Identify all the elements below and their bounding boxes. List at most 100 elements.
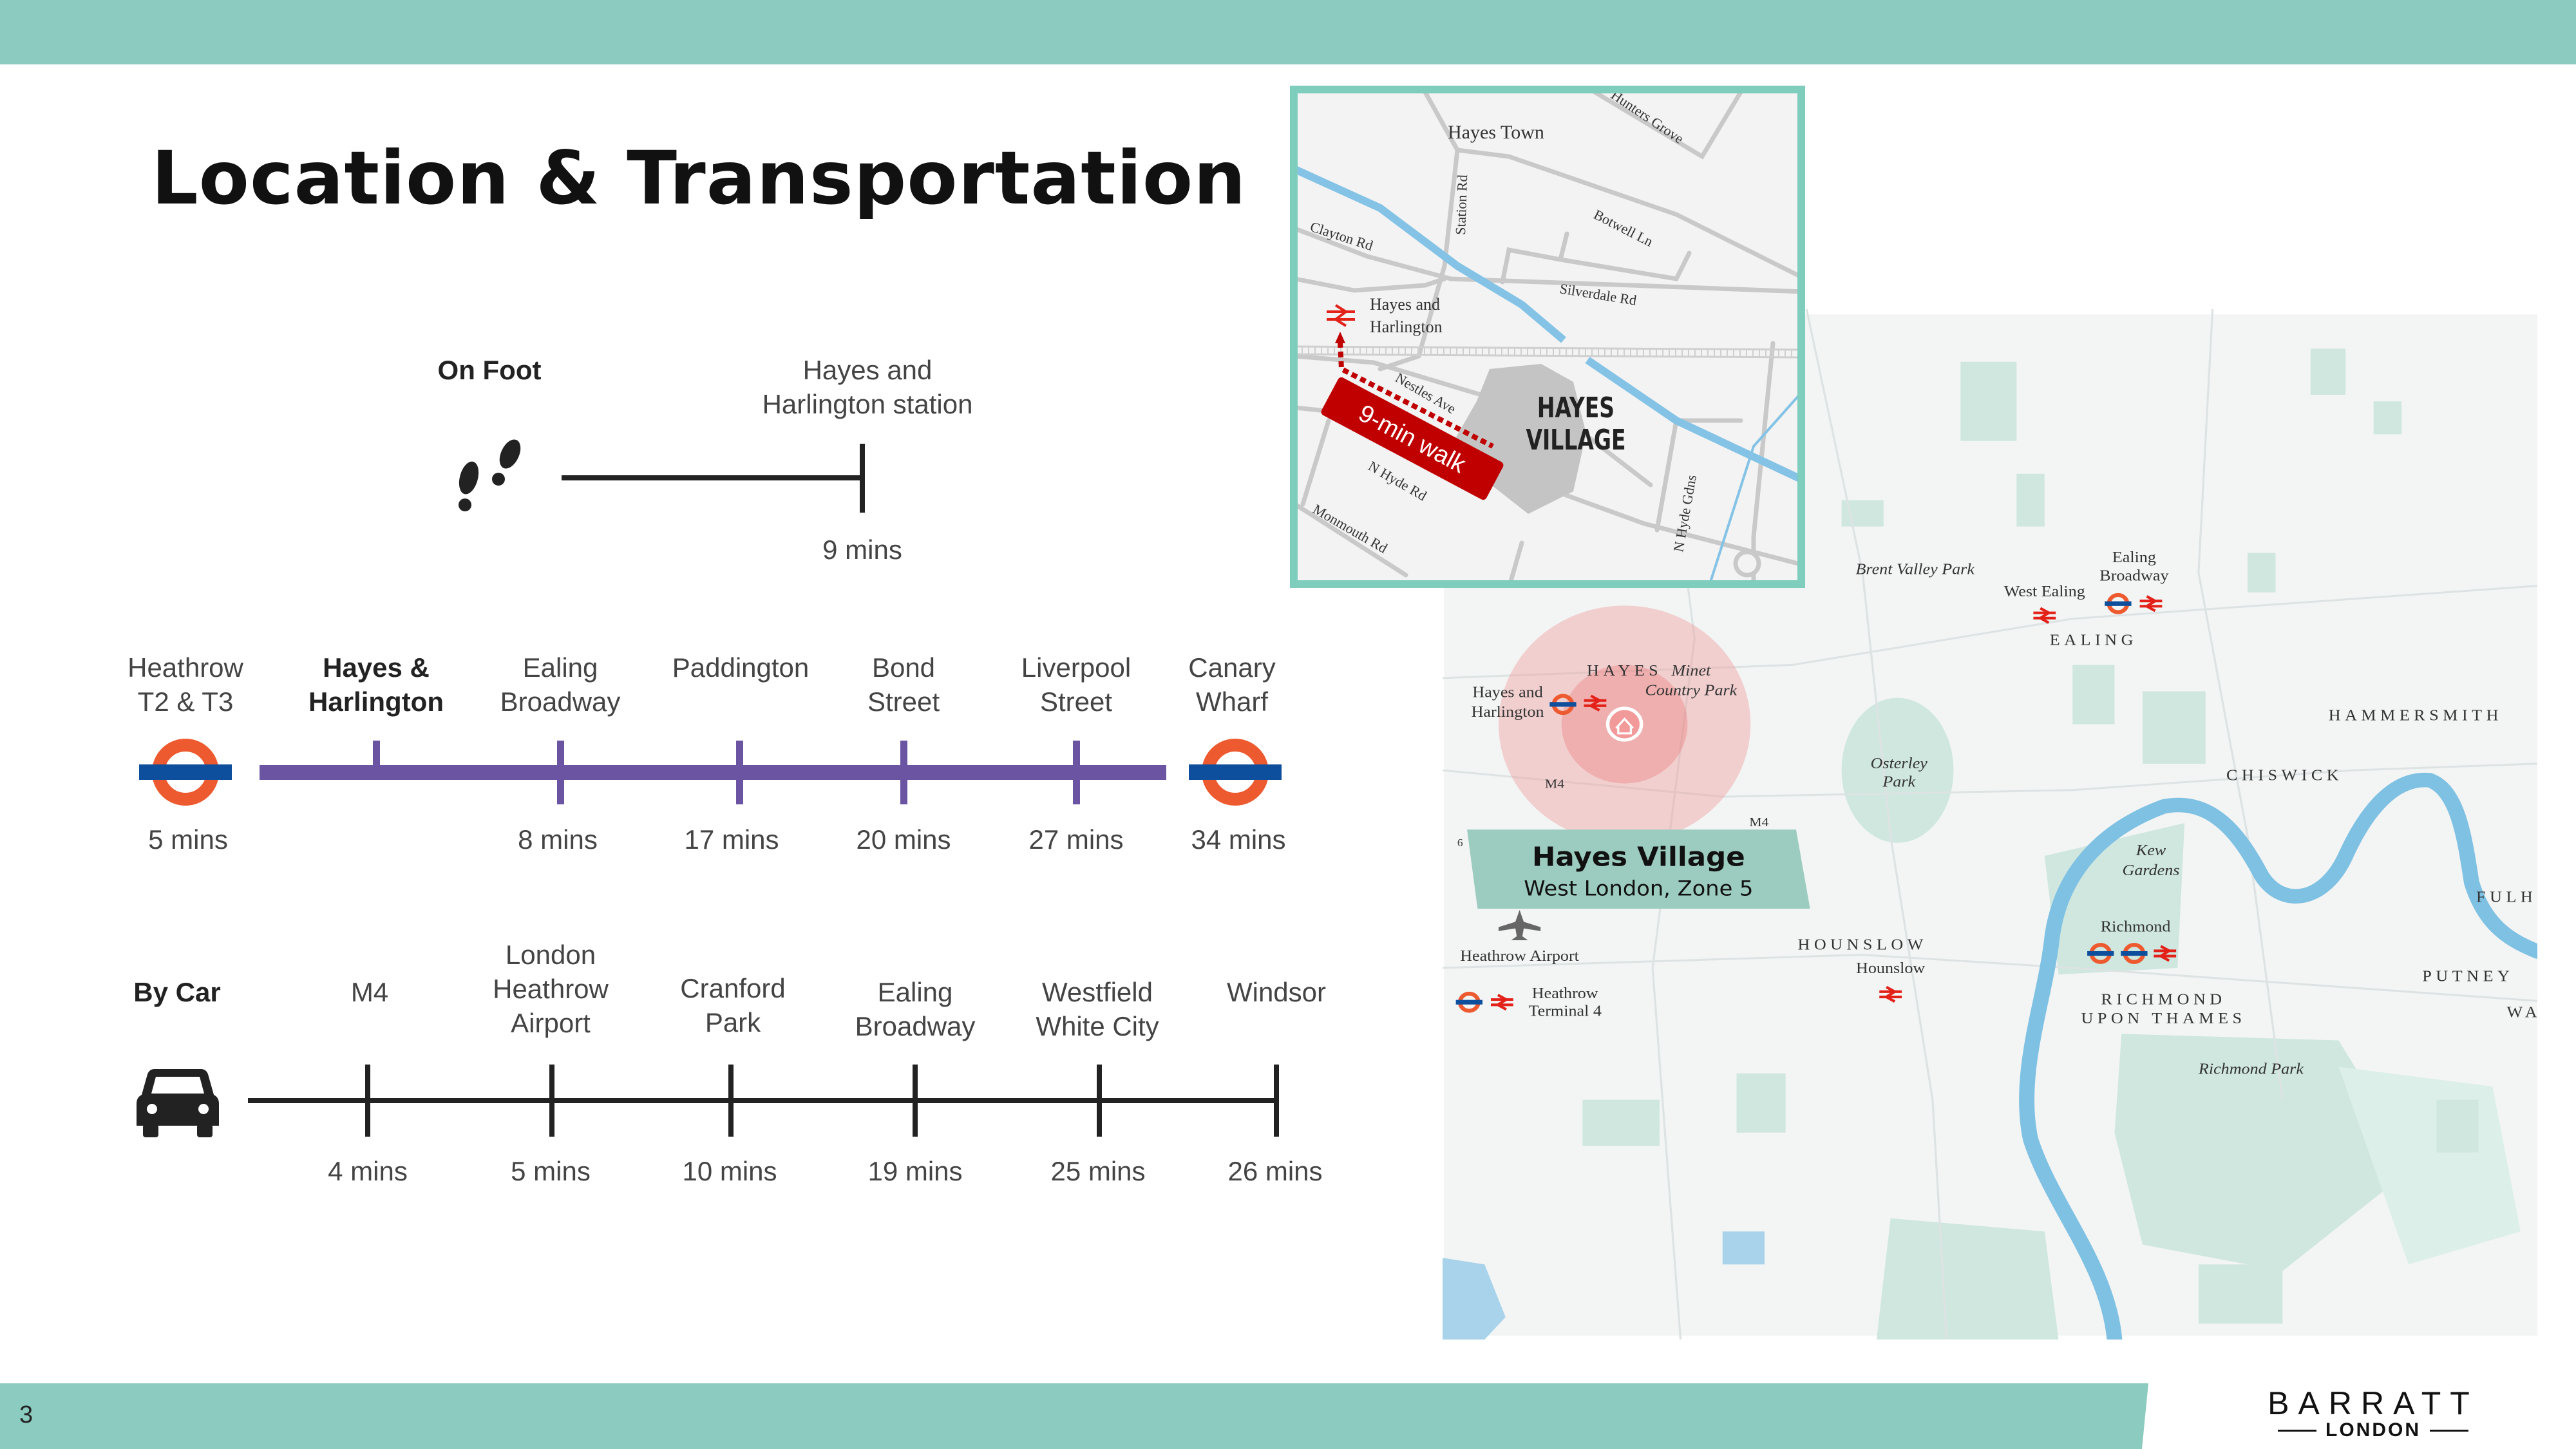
national-rail-icon — [1879, 985, 1902, 1003]
car-time: 10 mins — [682, 1156, 777, 1186]
streets — [1293, 88, 1805, 588]
map-label-area: HOUNSLOW — [1797, 936, 1927, 953]
underground-roundel-bar — [2121, 951, 2148, 956]
map-label-area: HAYES — [1587, 661, 1662, 679]
map-label-park: Park — [1882, 773, 1916, 790]
map-label-road-number: 6 — [1457, 837, 1463, 848]
national-rail-icon — [2033, 607, 2056, 624]
map-label-airport: Heathrow Airport — [1460, 947, 1579, 964]
barratt-london-logo: BARRATT LONDON — [2267, 1385, 2479, 1441]
national-rail-icon — [1584, 694, 1607, 712]
map-label-park: Kew — [2136, 842, 2166, 859]
railway-track — [1294, 345, 1805, 359]
on-foot-label: On Foot — [437, 355, 542, 385]
map-label-park: Minet — [1671, 661, 1711, 679]
car-time: 25 mins — [1050, 1156, 1146, 1186]
underground-roundel-bar — [1189, 764, 1282, 780]
by-car-label: By Car — [133, 977, 221, 1007]
car-timeline — [248, 1098, 1279, 1103]
underground-roundel-bar — [2105, 601, 2132, 606]
page-number: 3 — [19, 1401, 33, 1428]
development-label: VILLAGE — [1526, 424, 1626, 457]
walk-timeline — [562, 475, 862, 480]
map-label-area: RICHMOND — [2101, 990, 2226, 1008]
car-tick — [365, 1065, 370, 1137]
map-label-station: Hounslow — [1856, 960, 1926, 977]
car-tick — [549, 1065, 554, 1137]
area-map[interactable]: Brent Valley Park West Ealing Ealing Bro… — [1443, 309, 2537, 1340]
logo-wordmark: BARRATT — [2268, 1385, 2479, 1421]
map-label-station: Harlington — [1370, 317, 1443, 336]
page-title: Location & Transportation — [151, 135, 1247, 221]
river — [1293, 166, 1566, 343]
tube-tick — [373, 741, 380, 770]
map-label-station: Broadway — [2099, 567, 2169, 584]
bottom-accent-bar — [0, 1383, 2148, 1449]
airplane-icon — [1498, 909, 1541, 941]
callout-subtitle: West London, Zone 5 — [1524, 876, 1753, 900]
tube-time: 20 mins — [856, 824, 951, 855]
map-label-area: FULH — [2476, 888, 2537, 905]
tube-tick — [1073, 741, 1080, 804]
green-spaces — [1582, 348, 2521, 1340]
national-rail-icon — [2154, 945, 2177, 962]
map-label-park: Country Park — [1645, 681, 1738, 699]
home-marker-icon[interactable] — [1605, 706, 1643, 742]
tube-time: 5 mins — [148, 824, 228, 855]
map-label-area: PUTNEY — [2422, 967, 2514, 985]
logo-sub-text: LONDON — [2325, 1419, 2421, 1441]
tube-station: Paddington — [672, 652, 810, 683]
river-thames — [2019, 772, 2537, 1340]
car-time: 4 mins — [328, 1156, 408, 1186]
map-label-road: M4 — [1545, 776, 1565, 791]
map-label-station: Richmond — [2101, 918, 2171, 935]
map-label-station: Heathrow — [1532, 985, 1599, 1002]
inset-street-map[interactable]: HAYES VILLAGE 9-min walk Hayes Town Hunt… — [1290, 86, 1805, 588]
map-label-area: WA — [2507, 1003, 2537, 1021]
map-label-station: Hayes and — [1370, 295, 1440, 314]
location-callout: Hayes Village West London, Zone 5 — [1467, 829, 1810, 909]
tube-time: 17 mins — [684, 824, 779, 855]
car-time: 5 mins — [511, 1156, 591, 1186]
national-rail-icon — [1327, 304, 1355, 327]
footsteps-icon — [459, 439, 521, 511]
map-label-station: West Ealing — [2004, 583, 2085, 600]
underground-roundel-bar — [1549, 702, 1577, 707]
underground-roundel-bar — [139, 764, 232, 780]
map-label-area: EALING — [2050, 631, 2137, 649]
map-label-station: Ealing — [2112, 549, 2156, 566]
elizabeth-line — [260, 765, 1166, 780]
national-rail-icon — [1491, 994, 1513, 1011]
underground-roundel-bar — [2087, 951, 2114, 956]
map-label-area: CHISWICK — [2226, 766, 2343, 784]
tube-tick — [900, 741, 907, 804]
map-label-park: Gardens — [2123, 861, 2180, 878]
map-label-park: Richmond Park — [2198, 1060, 2304, 1077]
development-label: HAYES — [1537, 392, 1615, 424]
car-tick — [728, 1065, 734, 1137]
logo-subline: LONDON — [2267, 1419, 2479, 1441]
map-label-road: M4 — [1749, 815, 1769, 829]
car-tick — [1274, 1065, 1279, 1137]
tube-tick — [557, 741, 564, 804]
car-time: 26 mins — [1227, 1156, 1323, 1186]
map-station-icons — [1455, 592, 2177, 1013]
route-arrow-icon — [1335, 332, 1345, 343]
tube-time: 27 mins — [1028, 824, 1124, 855]
tube-station-current: Hayes &Harlington — [308, 652, 444, 717]
walk-time: 9 mins — [822, 535, 902, 565]
national-rail-icon — [2139, 595, 2163, 612]
car-time: 19 mins — [867, 1156, 963, 1186]
map-label-station: Terminal 4 — [1529, 1002, 1602, 1019]
tube-time: 34 mins — [1191, 824, 1286, 855]
